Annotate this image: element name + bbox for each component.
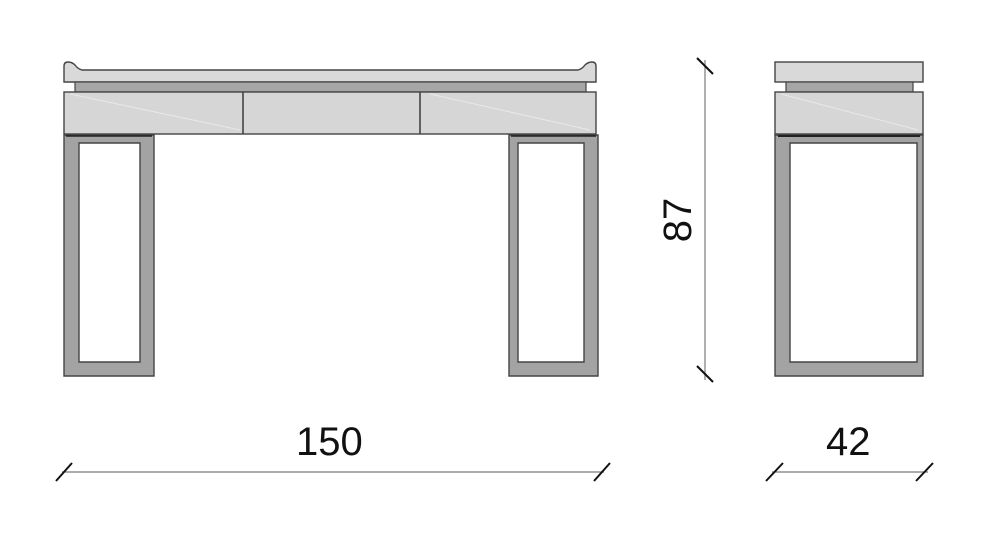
drawer-sheen <box>429 93 591 131</box>
side-drawer-box <box>774 91 924 135</box>
depth-dimension <box>765 462 934 482</box>
front-right-leg <box>508 134 599 377</box>
height-dimension <box>696 57 714 383</box>
height-label: 87 <box>656 197 700 243</box>
front-view <box>63 61 599 377</box>
side-top-stretcher <box>785 81 914 93</box>
tick-mark <box>696 365 714 383</box>
drawer-sheen <box>780 93 919 131</box>
front-tabletop <box>63 61 597 83</box>
width-dimension <box>55 462 611 482</box>
front-left-leg <box>63 134 155 377</box>
side-leg <box>774 134 924 377</box>
tick-mark <box>55 462 73 482</box>
tick-mark <box>765 462 784 482</box>
tick-mark <box>696 57 714 75</box>
tick-mark <box>915 462 934 482</box>
side-view <box>774 61 924 377</box>
side-tabletop <box>774 61 924 83</box>
front-drawer-box <box>63 91 597 135</box>
width-label: 150 <box>296 420 363 464</box>
front-top-stretcher <box>74 81 587 93</box>
depth-label: 42 <box>826 420 871 464</box>
tick-mark <box>593 462 611 482</box>
drawer-sheen <box>69 93 241 131</box>
